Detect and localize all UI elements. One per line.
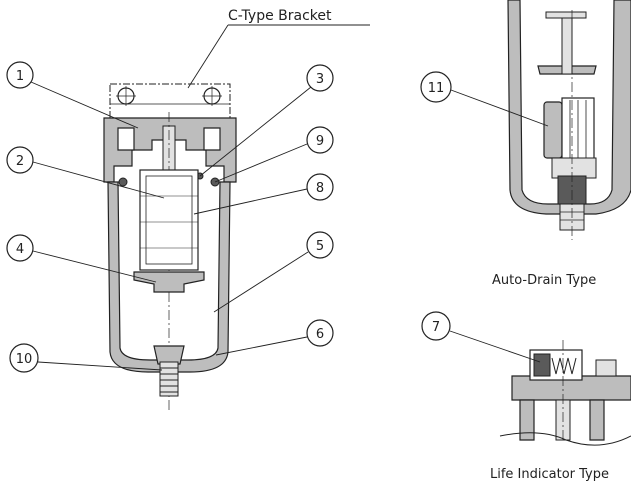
head-port-left [117,127,135,151]
filter-bowl [107,181,231,373]
callout-1: 1 [6,61,139,129]
drain-thread [160,367,178,393]
auto-drain-float [543,101,563,159]
life-indicator-detail-drawing [499,340,631,446]
callout-10: 10 [9,343,163,373]
callout-5: 5 [213,231,334,313]
life-indicator-spring [551,357,577,375]
callout-9-text: 9 [316,134,324,149]
life-indicator-head [511,375,631,401]
callout-1-text: 1 [16,69,24,84]
life-indicator-window [533,353,551,377]
callout-11-text: 11 [428,81,445,96]
life-indicator-break-line [499,432,631,446]
baffle [133,271,205,293]
life-indicator-label: Life Indicator Type [490,467,609,482]
auto-drain-label: Auto-Drain Type [492,273,596,288]
callout-8: 8 [193,173,334,215]
auto-drain-element-base [545,11,587,19]
head-port-right [203,127,221,151]
callout-10-text: 10 [16,352,33,367]
auto-drain-stem [561,17,573,75]
bracket-leader [187,24,229,89]
bracket-label: C-Type Bracket [228,8,332,24]
callout-8-text: 8 [316,181,324,196]
filter-element-inner [145,175,193,265]
main-filter-drawing [103,83,237,410]
drain-housing [153,345,185,365]
callout-2: 2 [6,146,165,199]
life-indicator-port-right [589,399,605,441]
filter-element [139,169,199,271]
callout-7-text: 7 [432,320,440,335]
callout-4-text: 4 [16,242,24,257]
auto-drain-valve-body [551,157,597,179]
life-indicator-port-left [519,399,535,441]
callout-6-text: 6 [316,327,324,342]
callout-11: 11 [420,71,549,127]
callout-2-text: 2 [16,154,24,169]
callout-3-text: 3 [316,72,324,87]
callout-4: 4 [6,234,157,283]
callout-5-text: 5 [316,239,324,254]
bowl-o-ring-left [118,177,128,187]
callout-9: 9 [214,126,334,183]
drain-valve [159,361,179,397]
callout-3: 3 [199,64,334,177]
auto-drain-detail-drawing [507,0,631,240]
callout-7: 7 [421,311,541,363]
life-indicator-cap [595,359,617,377]
callout-6: 6 [215,319,334,356]
